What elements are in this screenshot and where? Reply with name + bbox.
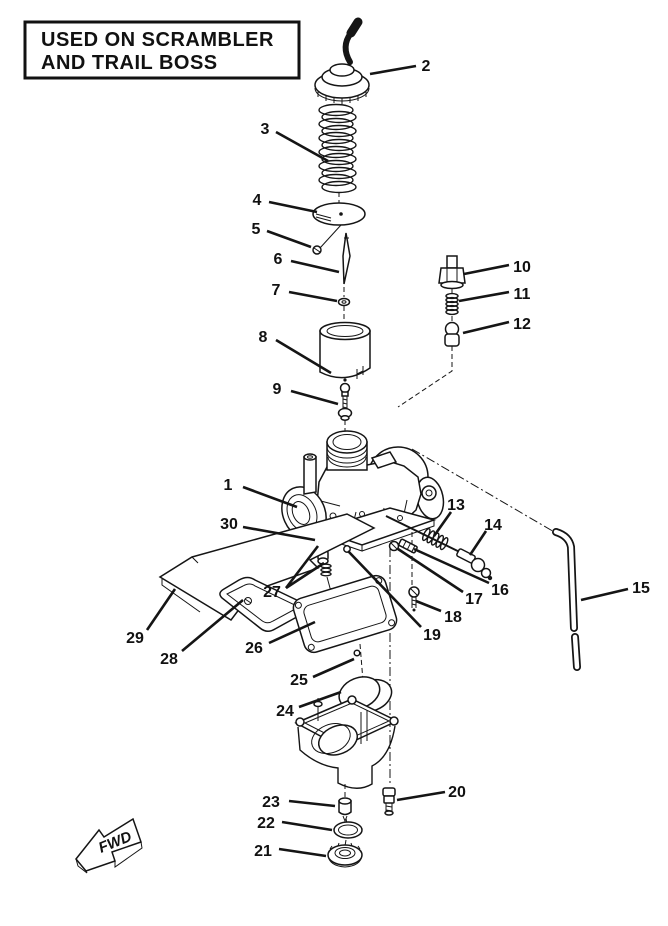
part-20-bowl-screw (382, 787, 396, 816)
leader-line (181, 599, 244, 652)
leader-line (145, 588, 177, 631)
float-bowl (294, 695, 399, 789)
usage-note-line1: USED ON SCRAMBLER (41, 29, 274, 51)
callout-16: 16 (491, 582, 509, 599)
callout-19: 19 (423, 627, 441, 644)
callout-7: 7 (272, 282, 281, 299)
leader-line (275, 338, 332, 375)
leader-line (462, 320, 510, 335)
leader-line (284, 545, 320, 589)
fwd-label: FWD (96, 828, 134, 857)
leader-line (458, 290, 510, 303)
leader-line (298, 690, 342, 709)
leader-line (312, 657, 355, 679)
callout-13: 13 (447, 497, 465, 514)
part-18-screw (408, 586, 420, 612)
part-2-carb-cap (314, 17, 370, 104)
callout-17: 17 (465, 591, 483, 608)
leader-line (242, 525, 316, 542)
leader-line (432, 511, 453, 537)
callout-11: 11 (514, 286, 531, 303)
leader-line (397, 547, 464, 594)
part-3-slide-spring (318, 103, 357, 194)
part-15-vent-tube (552, 528, 581, 671)
leader-line (290, 259, 340, 274)
part-10-adjuster-screw (438, 255, 466, 290)
usage-note-line2: AND TRAIL BOSS (41, 52, 218, 74)
callout-27: 27 (263, 584, 281, 601)
leader-line (468, 530, 488, 556)
leader-line (369, 64, 417, 76)
part-7-e-clip (337, 297, 351, 307)
part-17-locknut (388, 540, 400, 552)
callout-5: 5 (252, 221, 261, 238)
leader-line (396, 790, 446, 802)
part-21-cap-nut (327, 842, 363, 868)
callout-18: 18 (444, 609, 462, 626)
callout-12: 12 (513, 316, 531, 333)
leader-line (463, 263, 510, 276)
leader-line (415, 599, 442, 613)
leader-line (288, 290, 338, 303)
callout-14: 14 (484, 517, 502, 534)
callout-4: 4 (253, 192, 262, 209)
callout-30: 30 (220, 516, 238, 533)
callout-21: 21 (254, 843, 272, 860)
callout-20: 20 (448, 784, 466, 801)
leader-line (242, 485, 298, 509)
callout-6: 6 (274, 251, 283, 268)
callout-23: 23 (262, 794, 280, 811)
callout-24: 24 (276, 703, 294, 720)
part-28-gasket (219, 576, 309, 632)
part-12-plunger (444, 321, 460, 347)
leader-line (268, 620, 316, 645)
part-5-screw (312, 245, 322, 255)
leader-line (268, 200, 318, 214)
callout-15: 15 (632, 580, 650, 597)
fwd-direction-arrow: FWD (75, 817, 143, 874)
leader-line (275, 130, 329, 163)
part-14-cable-end (456, 548, 493, 581)
leader-line (266, 229, 312, 249)
part-8-throttle-slide (319, 321, 371, 382)
leader-line (281, 820, 333, 832)
part-11-adjuster-spring (445, 292, 459, 316)
part-6-jet-needle (342, 232, 351, 285)
leader-lines (145, 64, 629, 858)
part-22-o-ring (333, 821, 363, 839)
callout-3: 3 (261, 121, 270, 138)
callout-28: 28 (160, 651, 178, 668)
callout-2: 2 (422, 58, 431, 75)
callout-10: 10 (513, 259, 531, 276)
leader-line (347, 550, 422, 628)
leader-line (285, 561, 325, 590)
callout-26: 26 (245, 640, 263, 657)
leader-line (288, 799, 336, 808)
part-23-drain-plug (338, 797, 352, 823)
callout-9: 9 (273, 381, 282, 398)
leader-line (290, 389, 339, 406)
part-25-float-pin (353, 649, 361, 657)
callout-labels: 1 2 3 4 5 6 7 8 9 10 11 12 13 14 15 16 1… (126, 58, 650, 860)
part-9-needle-jet (337, 382, 353, 421)
callout-1: 1 (224, 477, 233, 494)
callout-25: 25 (290, 672, 308, 689)
callout-29: 29 (126, 630, 144, 647)
part-4-spring-seat-plate (312, 202, 366, 226)
callout-8: 8 (259, 329, 268, 346)
callout-22: 22 (257, 815, 275, 832)
usage-note-box: USED ON SCRAMBLER AND TRAIL BOSS (23, 20, 301, 80)
leader-line (413, 547, 490, 585)
leader-line (278, 847, 327, 858)
leader-line (580, 587, 629, 602)
